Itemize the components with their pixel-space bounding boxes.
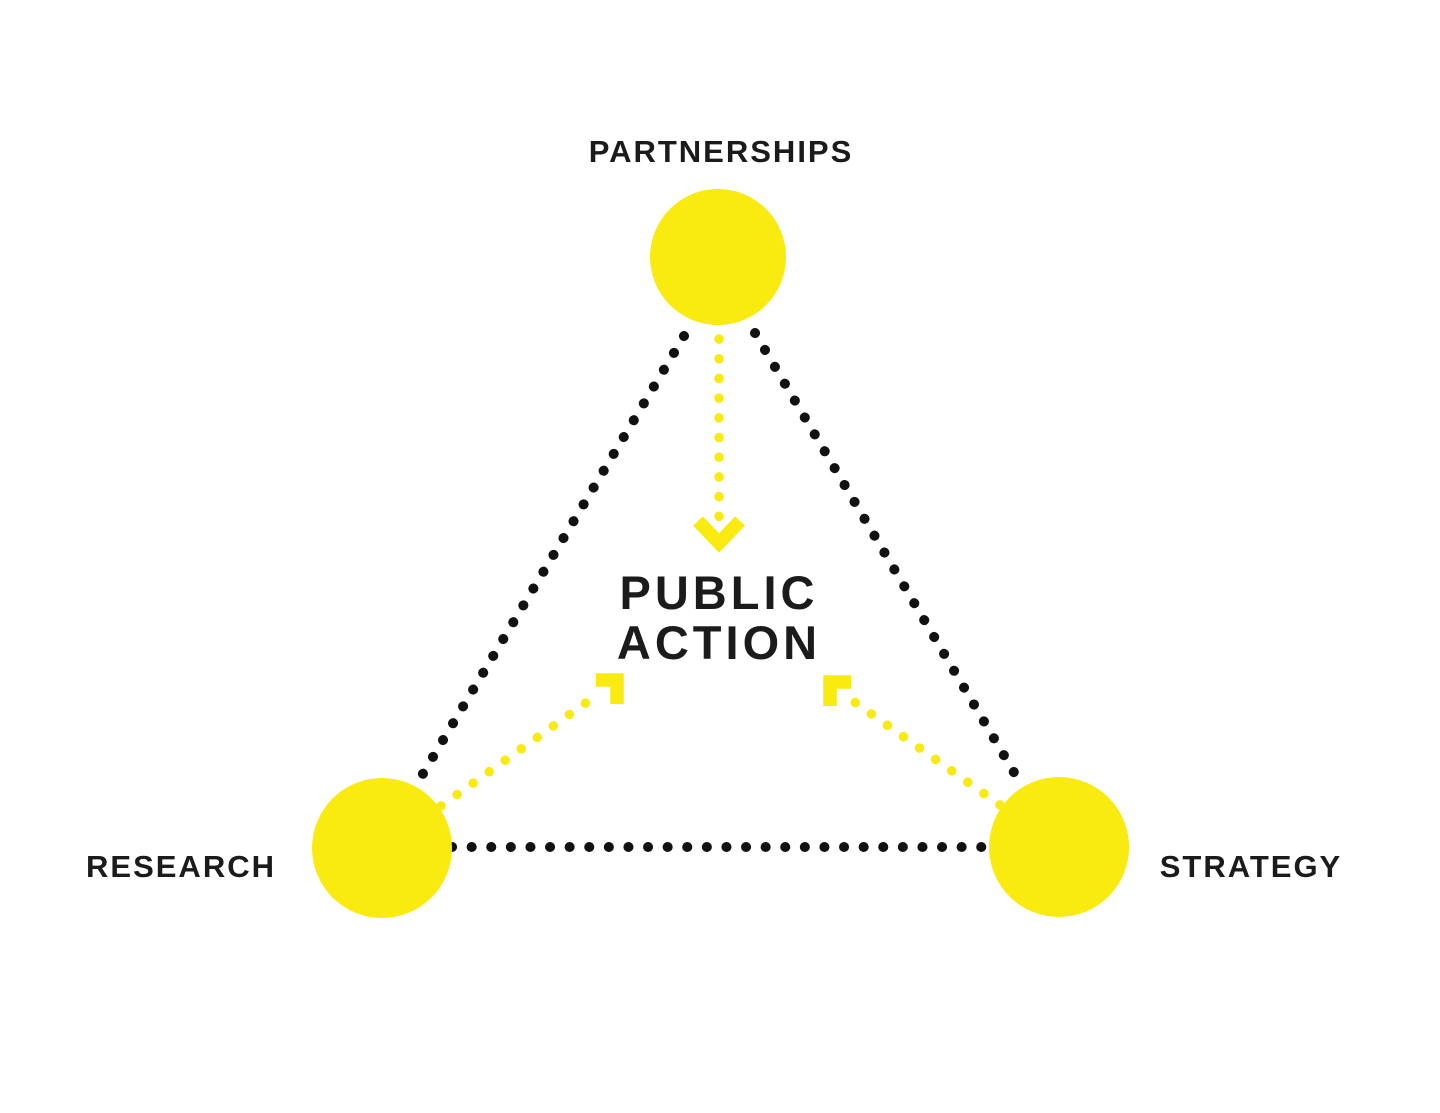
arrowhead-up-right-icon (596, 673, 624, 704)
connector-partnerships-research (413, 331, 689, 787)
node-partnerships-circle (650, 189, 786, 325)
arrowhead-up-left-icon (823, 675, 851, 706)
node-strategy-circle (989, 777, 1129, 917)
label-research: RESEARCH (86, 849, 276, 884)
arrow-line-research-to-center (436, 687, 606, 811)
arrow-line-strategy-to-center (841, 691, 1005, 810)
label-partnerships: PARTNERSHIPS (588, 134, 854, 169)
label-public-action-line1: PUBLIC (619, 566, 819, 619)
label-public-action-line2: ACTION (616, 616, 822, 669)
connector-partnerships-strategy (750, 328, 1027, 791)
arrowhead-down-icon (693, 516, 745, 553)
label-strategy: STRATEGY (1159, 849, 1343, 884)
node-research-circle (312, 778, 452, 918)
label-public-action: PUBLIC ACTION (617, 568, 821, 668)
